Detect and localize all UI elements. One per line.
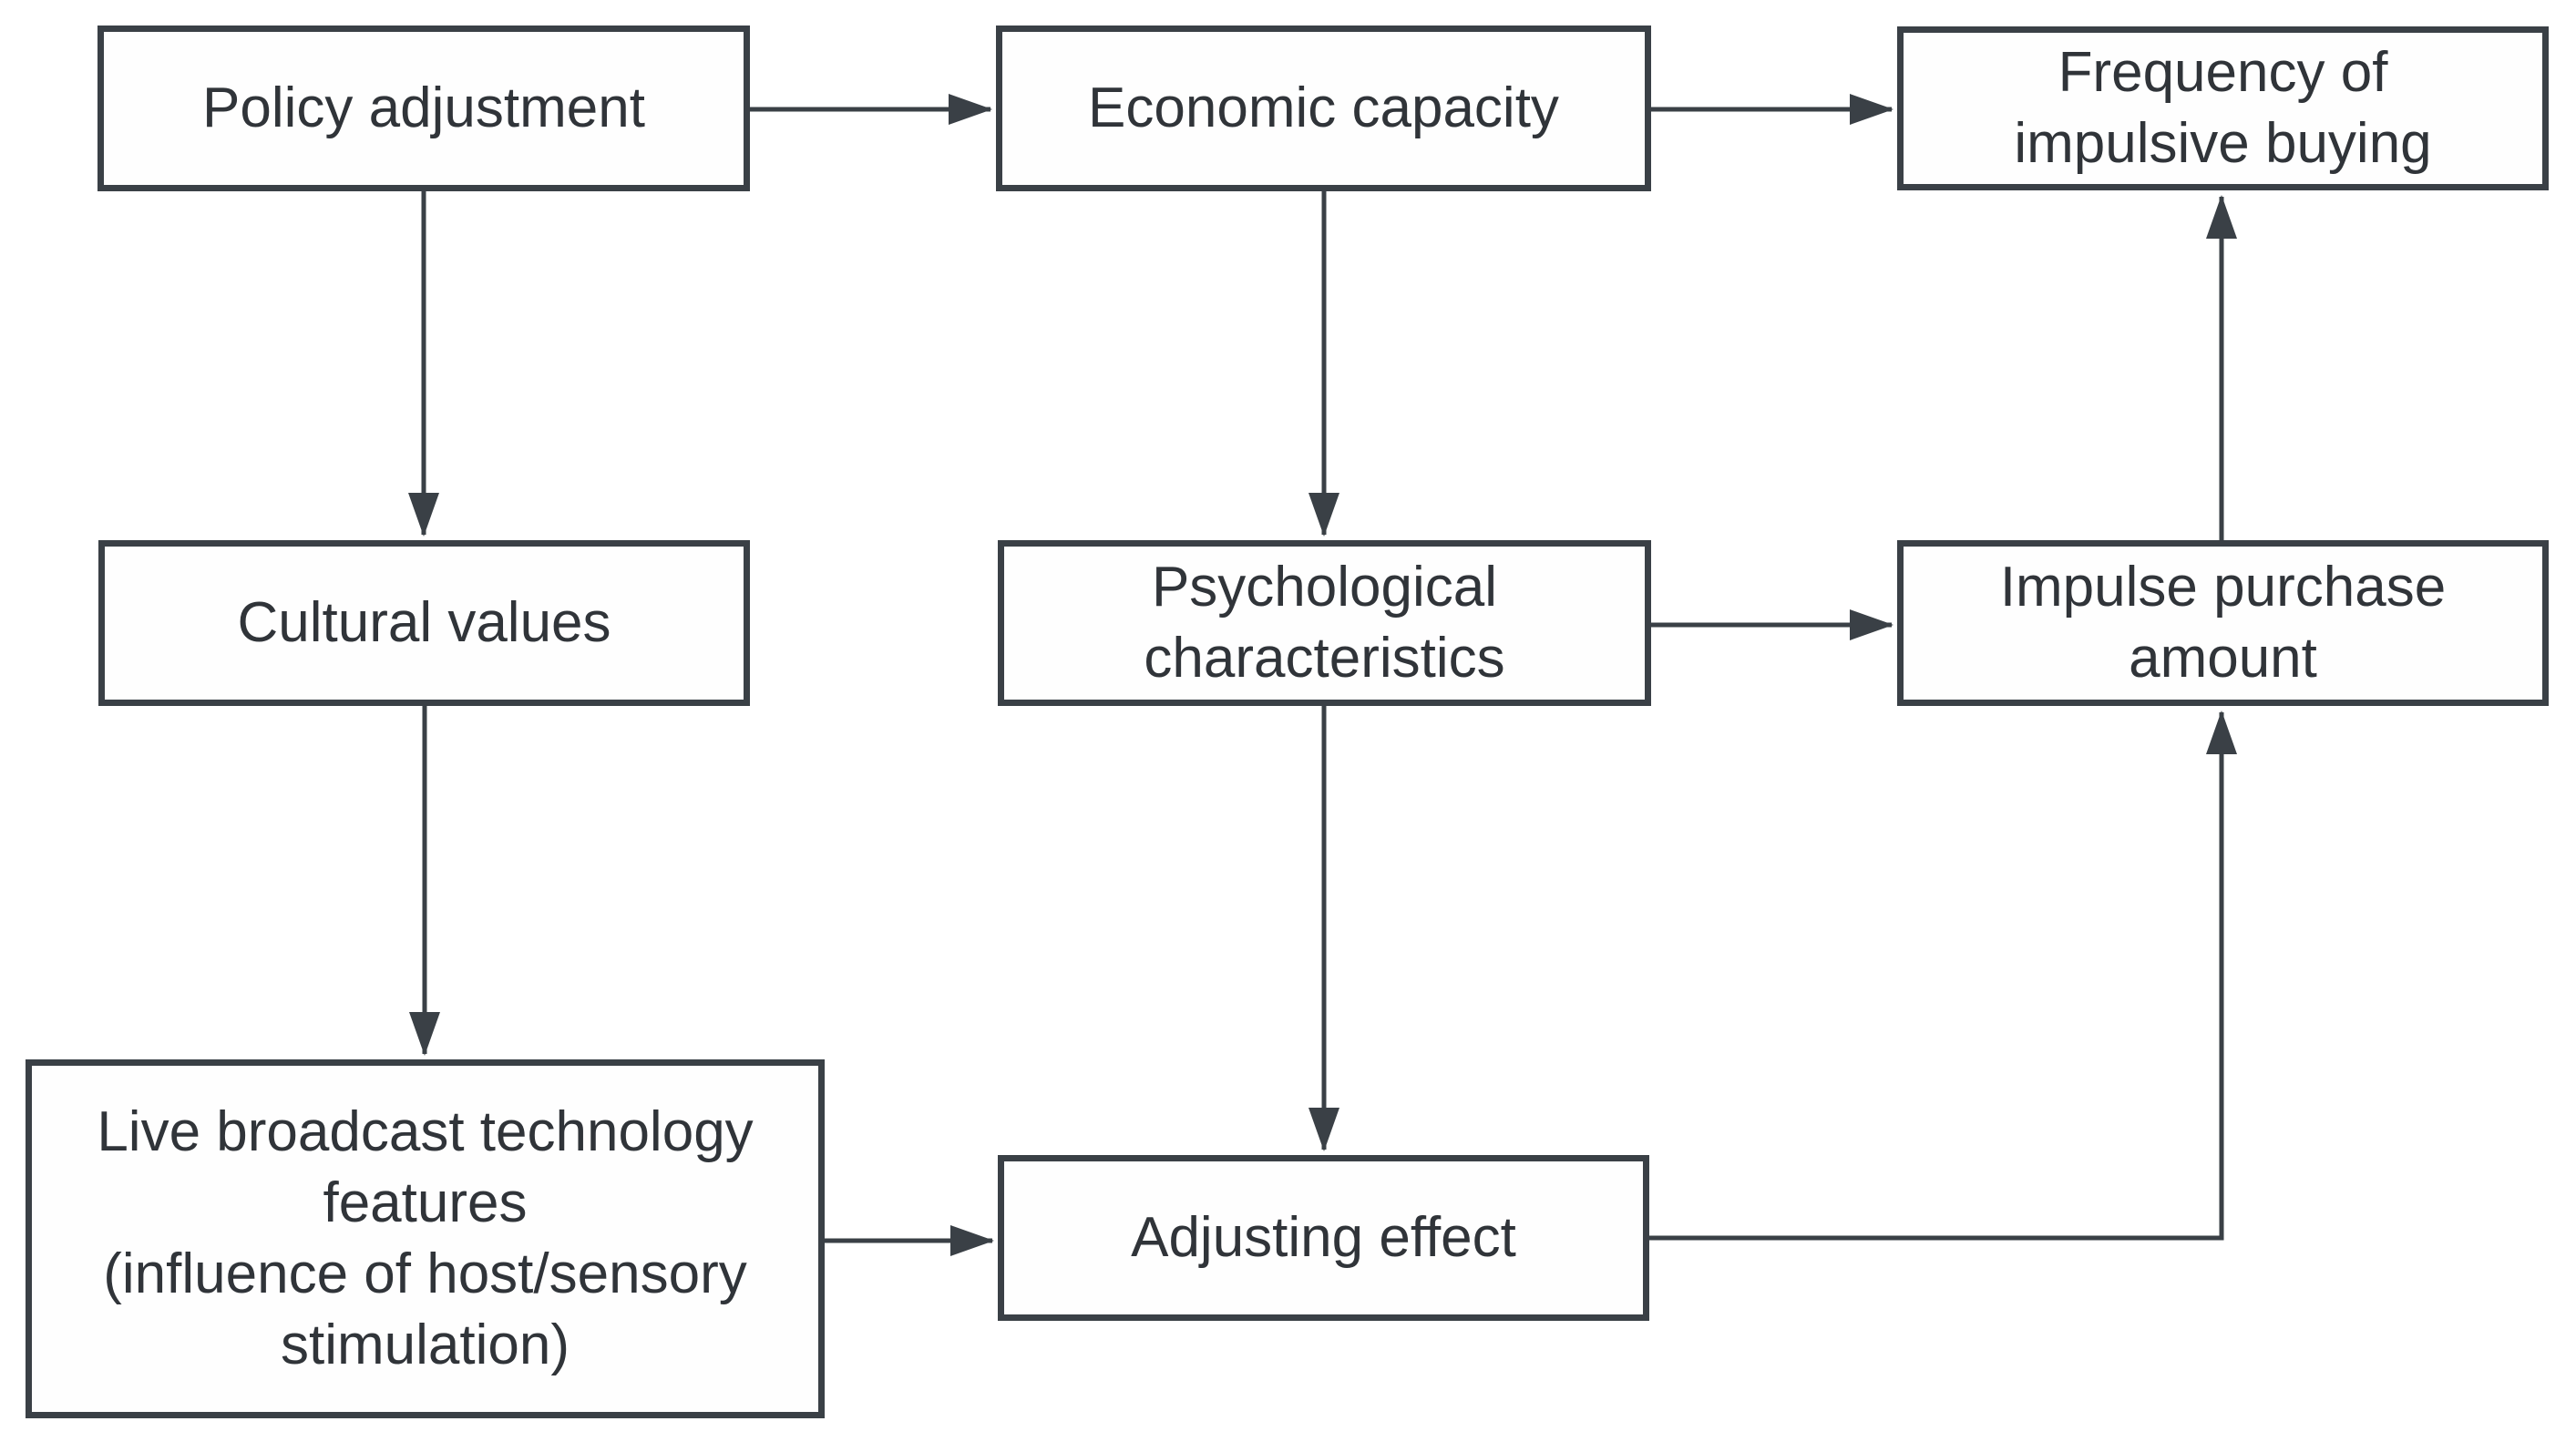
node-adjusting-effect: Adjusting effect (998, 1155, 1649, 1321)
node-psychological-characteristics-label: Psychological characteristics (1144, 555, 1505, 690)
node-live-broadcast-technology-features: Live broadcast technology features (infl… (26, 1059, 825, 1418)
node-psychological-characteristics: Psychological characteristics (998, 540, 1651, 706)
node-frequency-of-impulsive-buying-label: Frequency of impulsive buying (2014, 40, 2432, 175)
node-live-broadcast-technology-features-label: Live broadcast technology features (infl… (97, 1099, 754, 1377)
edge-adjusting-to-impulseamount (1649, 711, 2237, 1241)
node-cultural-values: Cultural values (98, 540, 750, 706)
node-economic-capacity: Economic capacity (996, 26, 1651, 191)
node-adjusting-effect-label: Adjusting effect (1131, 1205, 1516, 1269)
node-economic-capacity-label: Economic capacity (1088, 76, 1559, 139)
node-frequency-of-impulsive-buying: Frequency of impulsive buying (1897, 26, 2549, 190)
node-policy-adjustment: Policy adjustment (97, 26, 750, 191)
node-policy-adjustment-label: Policy adjustment (202, 76, 645, 139)
node-impulse-purchase-amount: Impulse purchase amount (1897, 540, 2549, 706)
node-cultural-values-label: Cultural values (237, 590, 611, 654)
node-impulse-purchase-amount-label: Impulse purchase amount (1999, 555, 2447, 690)
